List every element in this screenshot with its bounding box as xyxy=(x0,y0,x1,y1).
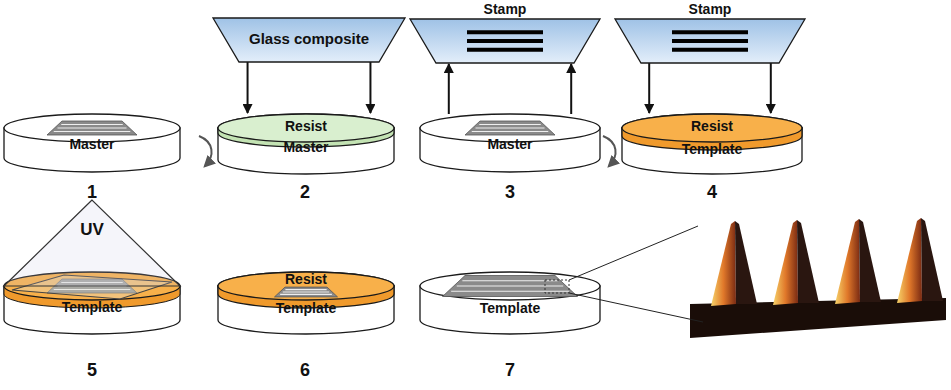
layer-label: Resist xyxy=(218,118,394,134)
stamp-relief xyxy=(467,48,543,52)
step-number: 7 xyxy=(490,360,530,380)
plate-outline xyxy=(615,19,805,63)
grating-pattern xyxy=(47,121,137,135)
stamp-relief xyxy=(672,48,748,52)
step-number: 5 xyxy=(72,360,112,380)
plate-outline xyxy=(213,18,405,62)
stamp-relief xyxy=(467,39,543,43)
plate-outline xyxy=(410,19,600,63)
layer-label: Resist xyxy=(622,118,802,134)
disc-top xyxy=(218,272,394,300)
part-label: Glass composite xyxy=(213,31,405,47)
disc-label: Template xyxy=(420,300,600,316)
grating-inset xyxy=(690,218,946,338)
uv-beam: UV xyxy=(2,200,182,286)
disc-top xyxy=(622,114,802,142)
step-number: 6 xyxy=(285,360,325,380)
stamp-relief xyxy=(672,30,748,34)
motion-arrow xyxy=(247,62,249,113)
grating-pattern xyxy=(275,287,338,297)
stamp-relief xyxy=(672,39,748,43)
disc-label: Template xyxy=(622,141,802,157)
grating-pattern xyxy=(443,276,578,297)
stamp-relief xyxy=(467,30,543,34)
disc-top xyxy=(420,272,600,300)
uv-label: UV xyxy=(2,222,182,238)
step-number: 3 xyxy=(490,182,530,202)
disc-top xyxy=(218,114,394,142)
disc-top xyxy=(218,272,394,300)
layer-label: Resist xyxy=(218,271,394,287)
master-disc: Master xyxy=(420,114,600,160)
disc-label: Template xyxy=(218,300,394,316)
master-disc: Master xyxy=(4,114,180,160)
leader-line xyxy=(569,226,698,280)
stamp-label: Stamp xyxy=(410,1,600,17)
step-number: 2 xyxy=(285,182,325,202)
uv-cone xyxy=(4,200,180,286)
motion-arrow xyxy=(770,63,772,113)
disc-top xyxy=(218,114,394,142)
disc-label: Master xyxy=(4,136,180,152)
leader-line xyxy=(569,293,703,322)
rotate-arrow xyxy=(603,136,616,166)
stamp-label: Stamp xyxy=(615,1,805,17)
stamp: Stamp xyxy=(615,1,805,63)
step-number: 4 xyxy=(692,182,732,202)
stamp: Stamp xyxy=(410,1,600,63)
rotate-arrow xyxy=(199,136,212,166)
glass-composite: Glass composite xyxy=(213,18,405,62)
disc-top xyxy=(622,114,802,142)
zoom-box xyxy=(545,280,569,293)
motion-arrow xyxy=(570,64,572,114)
node-shape xyxy=(2,200,182,286)
template-disc: Template xyxy=(420,272,600,322)
motion-arrow xyxy=(369,62,371,113)
motion-arrow xyxy=(648,63,650,113)
step-number: 1 xyxy=(72,182,112,202)
motion-arrow xyxy=(448,64,450,114)
grating-pattern xyxy=(465,121,555,135)
disc-label: Template xyxy=(4,299,180,315)
disc-label: Master xyxy=(420,136,600,152)
disc-label: Master xyxy=(218,139,394,155)
